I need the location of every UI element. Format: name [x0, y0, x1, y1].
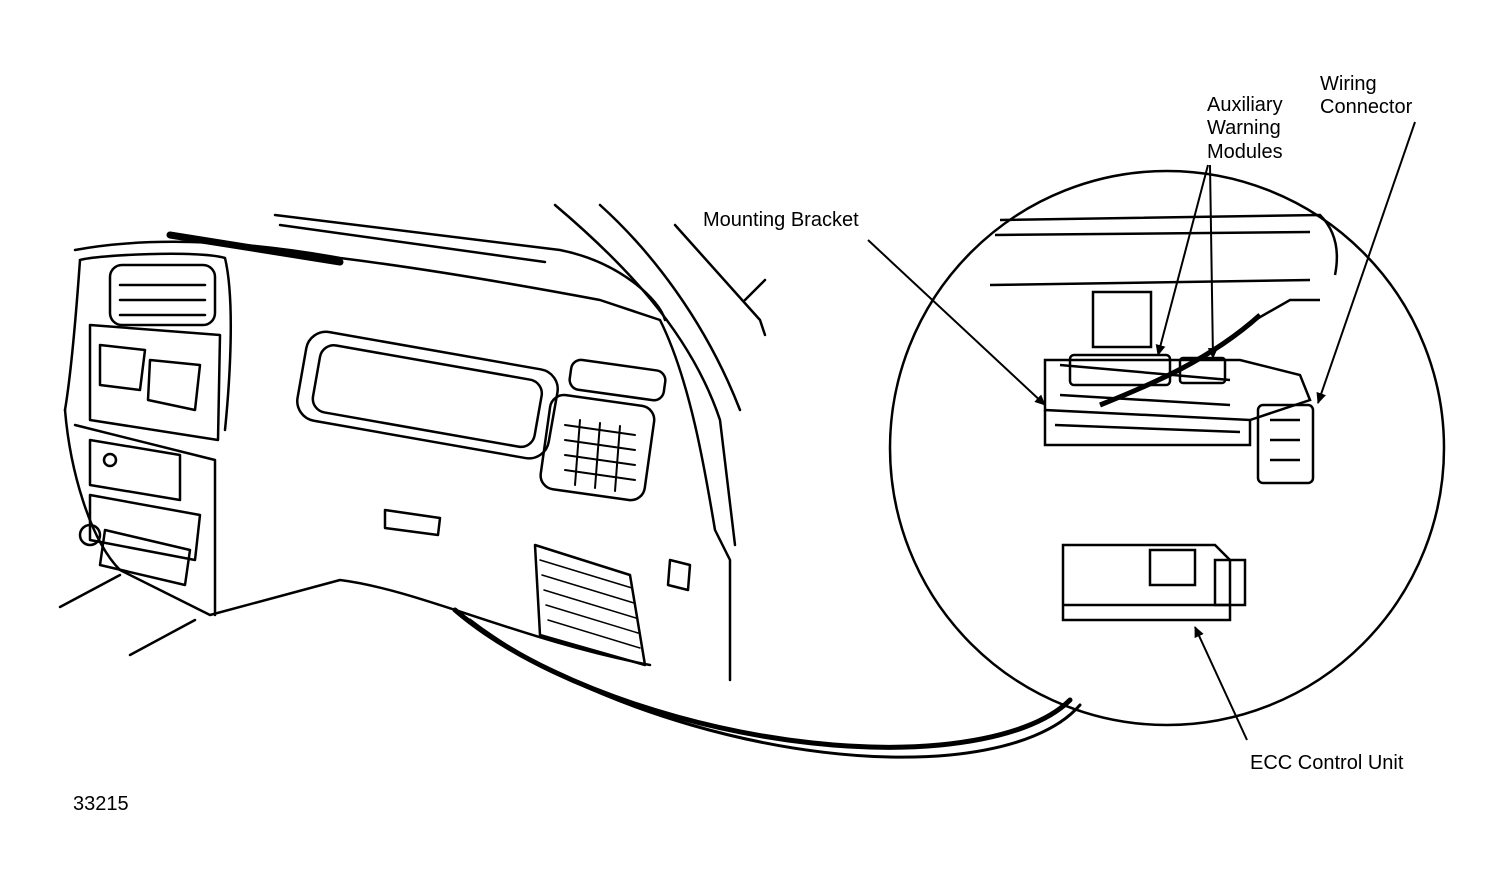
label-auxiliary-line-2: Warning — [1207, 117, 1281, 139]
label-wiring-line-1: Wiring — [1320, 73, 1377, 95]
mounting-bracket-leader — [867, 239, 1046, 406]
aux-module-leader-2 — [1207, 164, 1218, 359]
label-auxiliary-line-1: Auxiliary — [1207, 94, 1283, 116]
detail-inset — [888, 169, 1446, 727]
label-wiring-line-2: Connector — [1320, 96, 1413, 118]
leader-lines — [867, 121, 1416, 741]
dashboard-illustration — [58, 203, 1082, 759]
label-ecc-control-unit: ECC Control Unit — [1250, 752, 1404, 774]
label-auxiliary-line-3: Modules — [1207, 141, 1283, 163]
wiring-connector-leader — [1316, 121, 1416, 404]
label-mounting-bracket: Mounting Bracket — [703, 209, 859, 231]
aux-module-leader-1 — [1155, 164, 1209, 356]
figure-number: 33215 — [73, 793, 129, 815]
ecc-unit-leader — [1194, 626, 1248, 741]
